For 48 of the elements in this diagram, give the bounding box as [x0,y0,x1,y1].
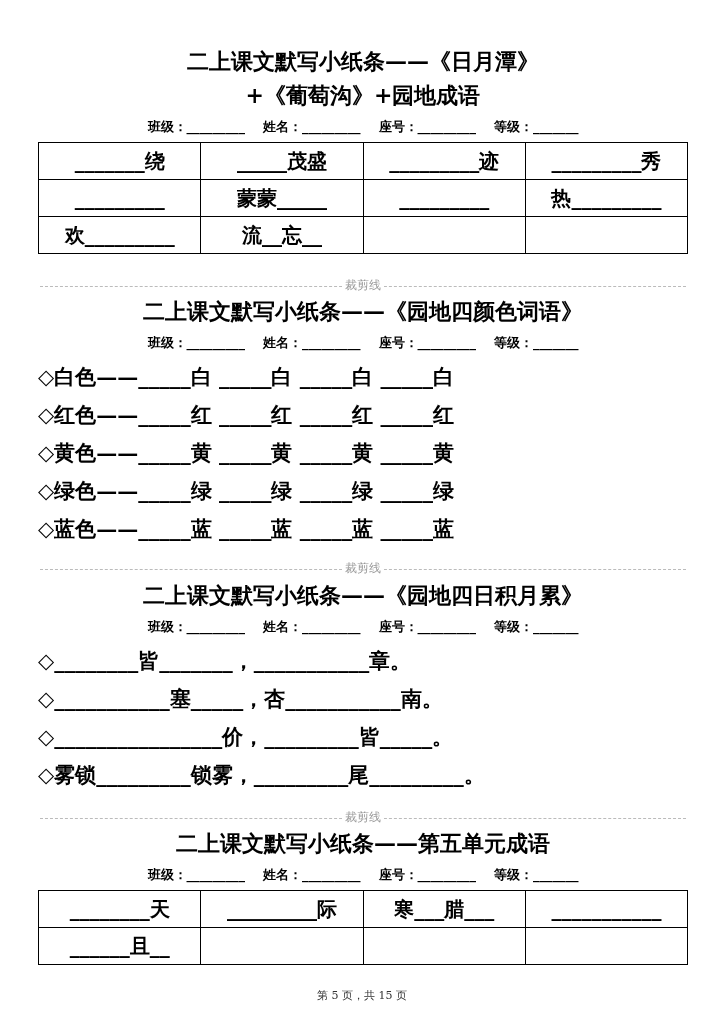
table-cell: _________ [38,179,201,217]
section-title: 二上课文默写小纸条——《日月潭》+《葡萄沟》+园地成语 [186,47,540,110]
fill-in-label: 姓名：_________ [263,866,361,884]
page-number: 第 5 页，共 15 页 [317,988,407,1003]
table-cell: _________ [363,179,526,217]
fill-in-sentence: ◇红色——_____红 _____红 _____红 _____红 [38,402,455,427]
fill-in-label: 班级：_________ [147,334,245,352]
table-cell: ______且__ [38,927,201,965]
table-cell: 蒙蒙_____ [200,179,363,217]
fill-in-label: 等级：_______ [494,618,579,636]
table-cell: 流__忘__ [200,216,363,254]
fill-in-sentence: ◇________________价，_________皆_____。 [38,724,454,749]
table-cell: _______绕 [38,142,201,180]
table-cell: _____茂盛 [200,142,363,180]
cut-line-label: 裁剪线 [342,277,384,294]
fill-in-label: 座号：_________ [378,334,476,352]
fill-in-label: 班级：_________ [147,118,245,136]
fill-in-sentence: ◇________皆_______，___________章。 [38,648,412,673]
fill-in-label: 座号：_________ [378,618,476,636]
fill-in-label: 等级：_______ [494,334,579,352]
fill-in-label: 姓名：_________ [263,618,361,636]
fill-in-label: 姓名：_________ [263,118,361,136]
fill-in-sentence: ◇白色——_____白 _____白 _____白 _____白 [38,364,455,389]
fill-in-label: 等级：_______ [494,866,579,884]
fill-in-label: 姓名：_________ [263,334,361,352]
table-cell: _________迹 [363,142,526,180]
fill-in-label: 班级：_________ [147,866,245,884]
section-title: 二上课文默写小纸条——《园地四日积月累》 [142,581,584,610]
fill-in-label: 座号：_________ [378,866,476,884]
section-title: 二上课文默写小纸条——《园地四颜色词语》 [142,297,584,326]
fill-in-label: 等级：_______ [494,118,579,136]
fill-in-sentence: ◇黄色——_____黄 _____黄 _____黄 _____黄 [38,440,455,465]
fill-in-label: 班级：_________ [147,618,245,636]
table-cell: _________秀 [525,142,688,180]
fill-in-sentence: ◇雾锁_________锁雾，_________尾_________。 [38,762,485,787]
table-cell: 寒___腊___ [363,890,526,928]
section-title: 二上课文默写小纸条——第五单元成语 [175,829,551,858]
table-cell: 热_________ [525,179,688,217]
table-cell: ___________ [525,890,688,928]
fill-in-sentence: ◇蓝色——_____蓝 _____蓝 _____蓝 _____蓝 [38,516,455,541]
fill-in-sentence: ◇绿色——_____绿 _____绿 _____绿 _____绿 [38,478,455,503]
table-cell: 欢_________ [38,216,201,254]
table-cell: _________际 [200,890,363,928]
fill-in-label: 座号：_________ [378,118,476,136]
table-cell: ________天 [38,890,201,928]
fill-in-sentence: ◇___________塞_____，杏___________南。 [38,686,443,711]
cut-line-label: 裁剪线 [342,560,384,577]
cut-line-label: 裁剪线 [342,809,384,826]
